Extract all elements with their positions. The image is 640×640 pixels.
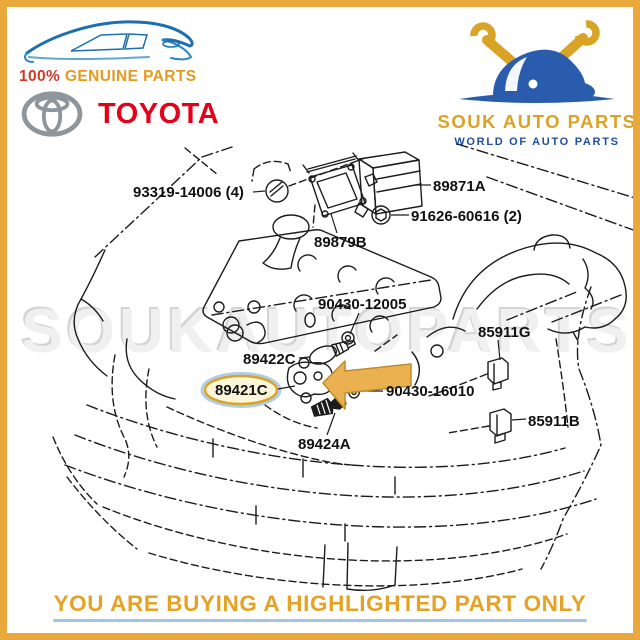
car-sketch-icon <box>24 20 194 63</box>
genuine-rest: GENUINE PARTS <box>60 68 197 85</box>
car-body-line-art <box>52 143 633 592</box>
part-label-89422C: 89422C <box>243 351 296 368</box>
genuine-parts-text: 100% GENUINE PARTS <box>19 68 229 86</box>
part-label-91626-60616: 91626-60616 (2) <box>411 208 522 225</box>
bottom-banner: YOU ARE BUYING A HIGHLIGHTED PART ONLY <box>7 591 633 622</box>
genuine-parts-logo: 100% GENUINE PARTS TOYOTA <box>19 15 229 140</box>
part-label-89421C-highlighted: 89421C <box>215 382 268 399</box>
highlight-ellipse <box>203 374 279 406</box>
part-label-89871A: 89871A <box>433 178 486 195</box>
highlight-arrow-icon <box>322 360 412 410</box>
crossed-wrenches-fender-icon <box>459 20 615 103</box>
banner-underline <box>53 619 587 622</box>
parts-diagram: SOUKAUTOPARTS SOUKAUTOPARTS <box>19 143 633 592</box>
store-tagline: WORLD OF AUTO PARTS <box>454 136 620 148</box>
part-label-90430-12005: 90430-12005 <box>318 296 406 313</box>
watermark-text: SOUKAUTOPARTS SOUKAUTOPARTS <box>19 295 632 366</box>
svg-text:SOUKAUTOPARTS: SOUKAUTOPARTS <box>19 295 630 364</box>
svg-text:SOUKAUTOPARTS: SOUKAUTOPARTS <box>21 297 632 366</box>
part-label-85911G: 85911G <box>478 324 531 341</box>
part-label-85911B: 85911B <box>528 413 580 430</box>
highlight-glow <box>200 372 282 408</box>
toyota-wordmark: TOYOTA <box>98 97 220 130</box>
store-logo: SOUK AUTO PARTS WORLD OF AUTO PARTS <box>435 13 637 148</box>
part-label-89424A: 89424A <box>298 436 351 453</box>
engine-line-art <box>202 151 627 444</box>
leader-lines <box>252 184 527 436</box>
banner-text: YOU ARE BUYING A HIGHLIGHTED PART ONLY <box>53 591 587 616</box>
part-label-93319-14006: 93319-14006 (4) <box>133 184 244 201</box>
toyota-emblem-icon <box>21 91 83 137</box>
part-label-89879B: 89879B <box>314 234 367 251</box>
genuine-pct: 100% <box>19 68 61 85</box>
part-label-90430-16010: 90430-16010 <box>386 383 474 400</box>
part-labels: 93319-14006 (4) 89871A 91626-60616 (2) 8… <box>133 178 580 453</box>
store-name: SOUK AUTO PARTS <box>437 111 637 132</box>
highlight-leader <box>277 385 296 390</box>
